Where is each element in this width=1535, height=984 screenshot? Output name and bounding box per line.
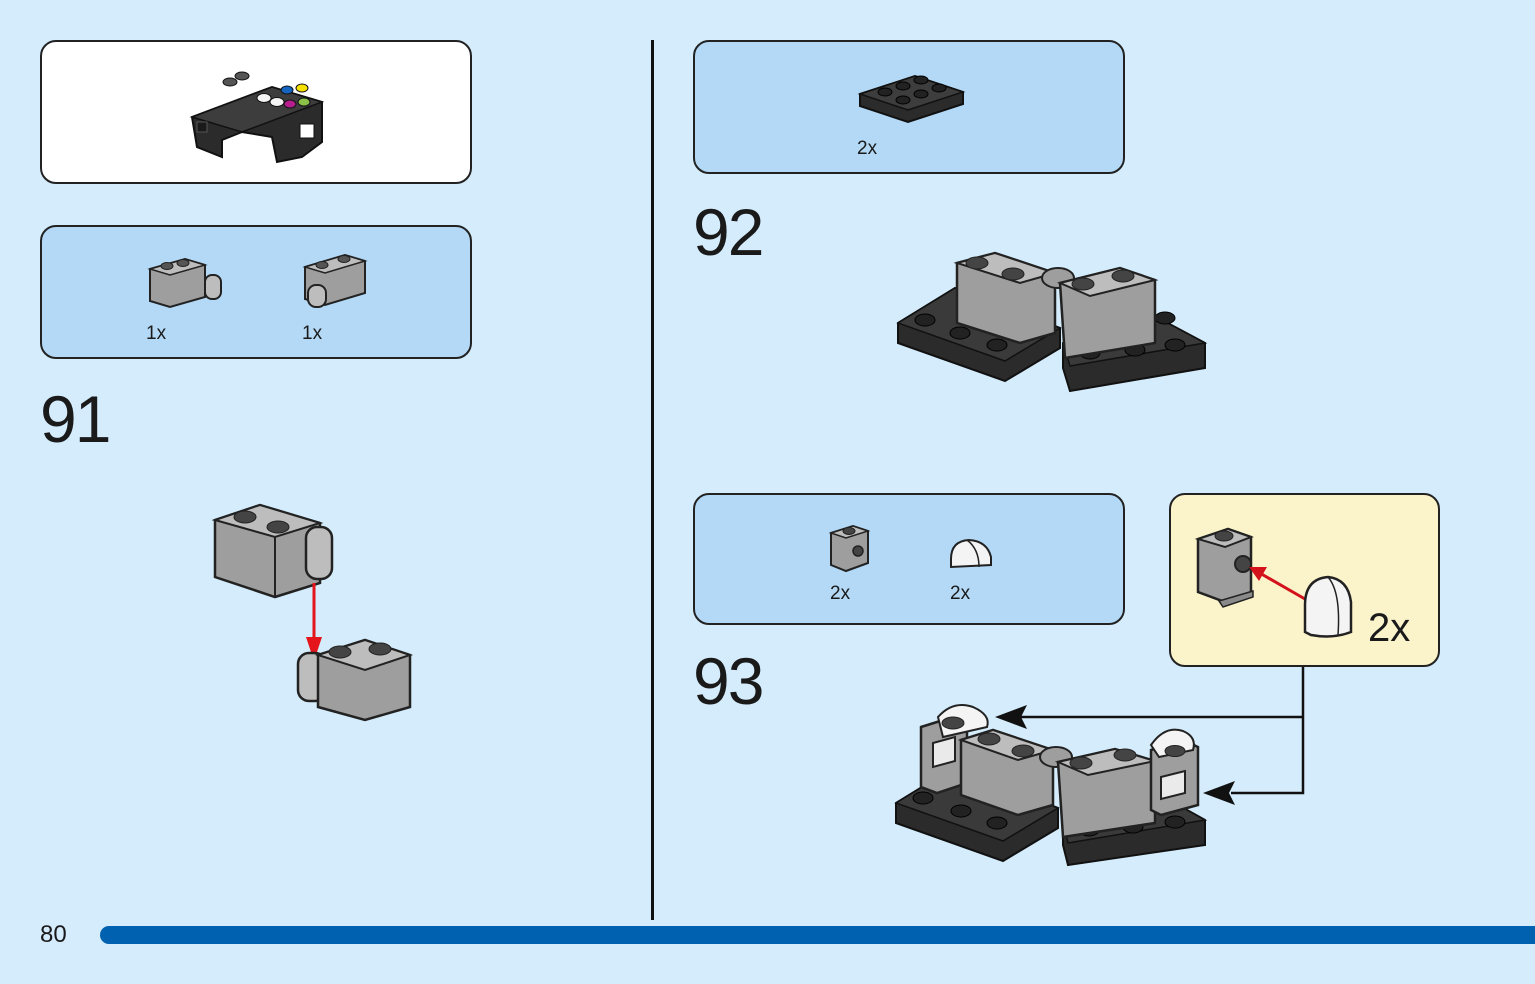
step-number: 91 xyxy=(40,382,111,456)
black-brick-assembly-icon xyxy=(189,71,325,164)
part-quantity: 2x xyxy=(857,138,878,159)
black-plate-icon xyxy=(857,74,966,124)
step-93-illustration xyxy=(894,667,1305,867)
step-92-illustration xyxy=(896,251,1208,393)
step-91-illustration xyxy=(211,503,414,722)
step-number: 93 xyxy=(693,644,764,718)
part-quantity: 1x xyxy=(146,323,167,344)
white-round-tile-icon xyxy=(950,538,992,569)
subassembly-illustration xyxy=(1194,527,1353,638)
column-divider xyxy=(651,40,654,920)
page-progress-bar xyxy=(100,926,1535,944)
page-number: 80 xyxy=(40,921,67,948)
subassembly-quantity: 2x xyxy=(1368,606,1411,650)
step-91-parts-panel: 1x 1x xyxy=(40,225,472,359)
step-number: 92 xyxy=(693,195,764,269)
part-quantity: 2x xyxy=(830,583,851,604)
step-92-parts-panel: 2x xyxy=(693,40,1125,174)
gray-hinge-brick-icon xyxy=(147,257,222,309)
part-quantity: 1x xyxy=(302,323,323,344)
step-93-parts-panel: 2x 2x xyxy=(693,493,1125,625)
part-quantity: 2x xyxy=(950,583,971,604)
step-93-subassembly-callout: 2x xyxy=(1169,493,1440,667)
gray-bracket-brick-icon xyxy=(828,524,871,573)
previous-model-panel xyxy=(40,40,472,184)
gray-hinge-brick-icon xyxy=(302,253,368,308)
